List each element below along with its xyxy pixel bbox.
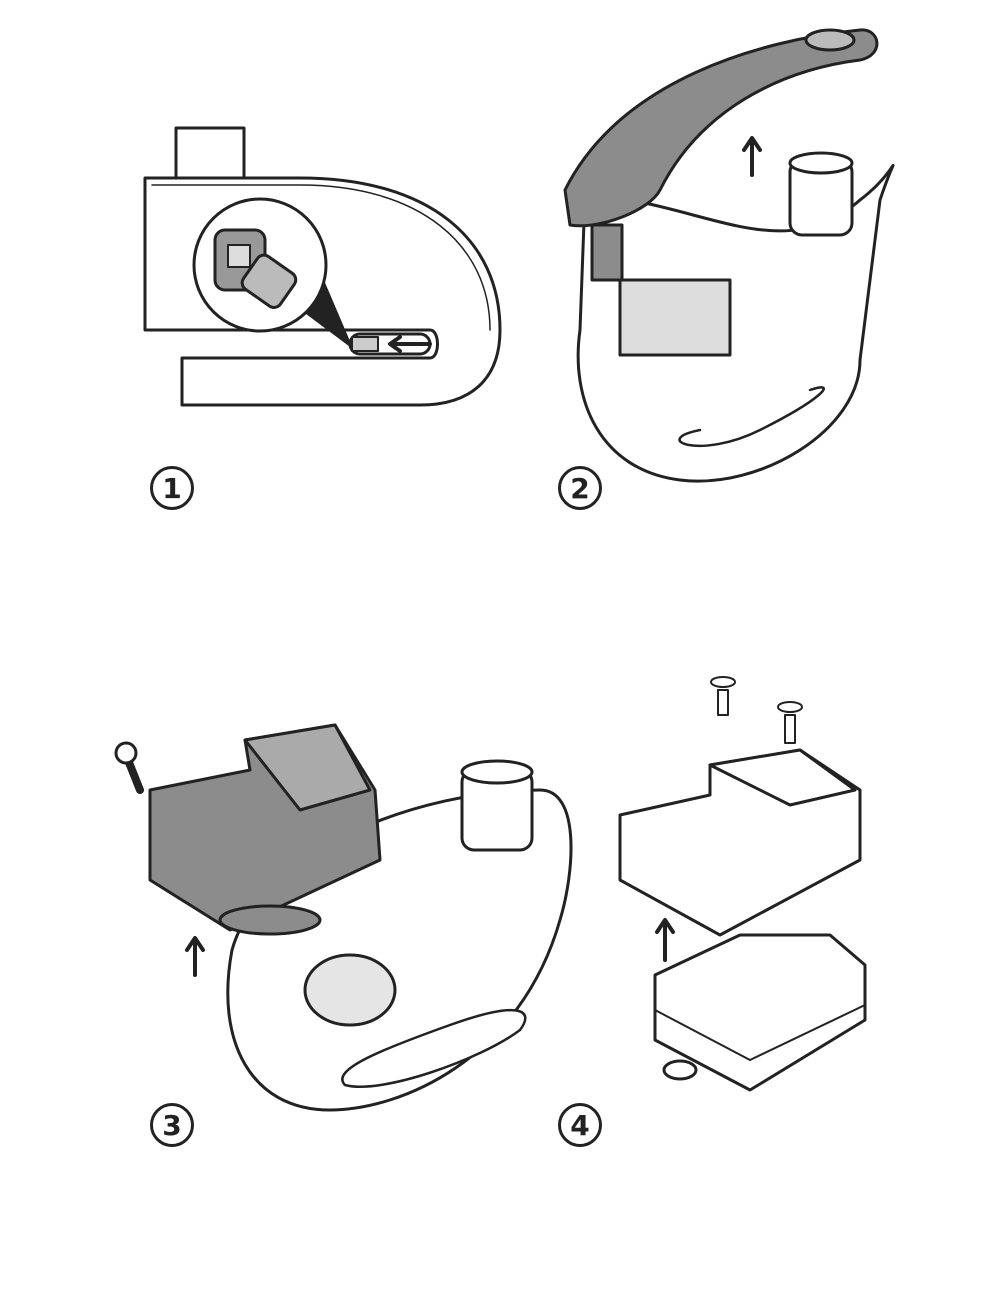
step-number: 3 [162, 1108, 182, 1142]
step-1-number: 1 [150, 466, 194, 510]
step-4-number: 4 [558, 1103, 602, 1147]
step-number: 1 [162, 471, 182, 505]
panel-4-module-opened [618, 676, 867, 1092]
step-number: 4 [570, 1108, 590, 1142]
panel-1-lock-side-view [143, 126, 502, 407]
step-2-number: 2 [558, 466, 602, 510]
step-3-number: 3 [150, 1103, 194, 1147]
panel-2-lid-removed [563, 28, 895, 483]
step-number: 2 [570, 471, 590, 505]
panel-3-module-removed [114, 723, 573, 1112]
